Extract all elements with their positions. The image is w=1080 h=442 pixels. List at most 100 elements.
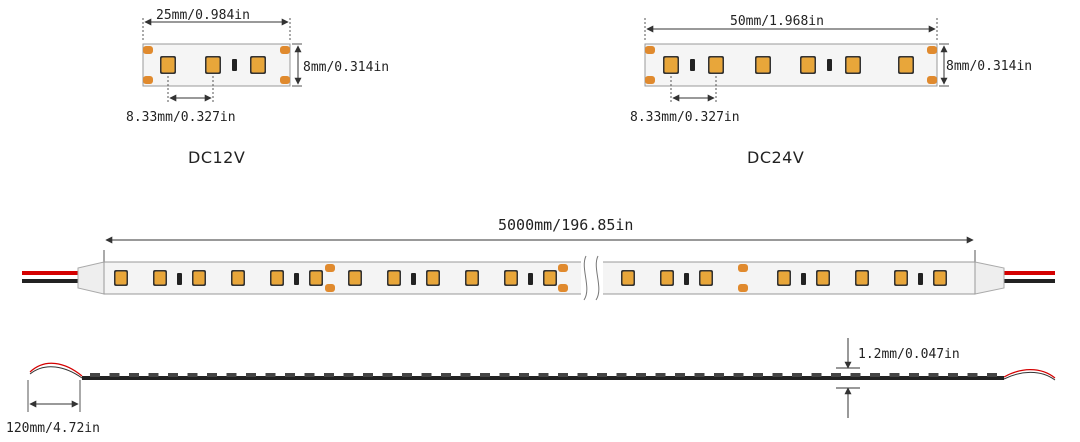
solder-pad <box>645 46 655 54</box>
profile-led-bump <box>480 373 490 377</box>
profile-led-bump <box>616 373 627 377</box>
profile-led-bump <box>967 373 978 377</box>
profile-led-bump <box>733 373 744 377</box>
led-phosphor <box>661 271 673 285</box>
dc24-voltage-label: DC24V <box>747 148 804 167</box>
led-phosphor <box>161 57 175 73</box>
profile-led-bump <box>499 373 510 377</box>
led-phosphor <box>232 271 244 285</box>
profile-led-bump <box>792 373 802 377</box>
profile-led-bump <box>265 373 276 377</box>
led-phosphor <box>427 271 439 285</box>
profile-led-bump <box>519 373 529 377</box>
resistor-chip <box>801 273 806 285</box>
led-phosphor <box>154 271 166 285</box>
total-length-label: 5000mm/196.85in <box>498 216 633 234</box>
led-phosphor <box>709 57 723 73</box>
left-end-cap <box>77 261 105 295</box>
solder-pad <box>280 46 290 54</box>
break-line-left <box>583 255 588 301</box>
led-phosphor <box>466 271 478 285</box>
resistor-chip <box>827 59 832 71</box>
led-phosphor <box>846 57 860 73</box>
profile-led-bump <box>928 373 939 377</box>
resistor-chip <box>918 273 923 285</box>
dc24-segment-diagram: 50mm/1.968in 8mm/0.314in 8.33mm/0.327in … <box>630 14 1032 167</box>
profile-led-bump <box>850 373 861 377</box>
full-strip-diagram: 5000mm/196.85in <box>22 216 1055 301</box>
led-phosphor <box>756 57 770 73</box>
solder-pad <box>143 76 153 84</box>
dc12-led-group <box>143 46 290 84</box>
led-phosphor <box>856 271 868 285</box>
profile-led-bump <box>402 373 412 377</box>
solder-pad <box>738 264 748 272</box>
right-end-cap <box>974 261 1005 295</box>
led-phosphor <box>206 57 220 73</box>
profile-left-wire-black <box>29 366 83 379</box>
solder-pad <box>325 264 335 272</box>
profile-led-bump <box>831 373 841 377</box>
profile-led-bump <box>948 373 958 377</box>
profile-led-bump <box>226 373 237 377</box>
resistor-chip <box>232 59 237 71</box>
led-phosphor <box>899 57 913 73</box>
profile-led-bump <box>597 373 607 377</box>
profile-led-bump <box>811 373 822 377</box>
profile-led-bump <box>714 373 724 377</box>
profile-led-bump <box>187 373 198 377</box>
profile-led-bump <box>655 373 666 377</box>
profile-led-bump <box>538 373 549 377</box>
led-phosphor <box>700 271 712 285</box>
break-line-right <box>595 255 600 301</box>
led-phosphor <box>388 271 400 285</box>
profile-led-bump <box>343 373 354 377</box>
resistor-chip <box>177 273 182 285</box>
profile-led-bump <box>148 373 159 377</box>
profile-right-wire-red <box>1003 369 1056 379</box>
resistor-chip <box>528 273 533 285</box>
dc24-height-label: 8mm/0.314in <box>946 59 1032 74</box>
solder-pad <box>558 264 568 272</box>
solder-pad <box>558 284 568 292</box>
profile-led-bump <box>441 373 451 377</box>
profile-led-bump <box>636 373 646 377</box>
profile-led-bump <box>207 373 217 377</box>
profile-left-wire-red <box>29 362 83 377</box>
profile-led-bump <box>675 373 685 377</box>
wire-length-label: 120mm/4.72in <box>6 421 100 436</box>
led-phosphor <box>934 271 946 285</box>
dc12-width-label: 25mm/0.984in <box>156 8 250 23</box>
resistor-chip <box>294 273 299 285</box>
profile-led-bump <box>285 373 295 377</box>
led-phosphor <box>895 271 907 285</box>
resistor-chip <box>684 273 689 285</box>
profile-led-bump <box>363 373 373 377</box>
profile-led-bump <box>382 373 393 377</box>
profile-led-bump <box>304 373 315 377</box>
dc24-width-label: 50mm/1.968in <box>730 14 824 29</box>
led-phosphor <box>505 271 517 285</box>
led-phosphor <box>544 271 556 285</box>
profile-led-bump <box>694 373 705 377</box>
profile-led-group <box>90 373 997 377</box>
led-phosphor <box>115 271 127 285</box>
led-phosphor <box>778 271 790 285</box>
profile-led-bump <box>909 373 919 377</box>
led-phosphor <box>349 271 361 285</box>
led-phosphor <box>801 57 815 73</box>
dc24-strip-board <box>644 43 938 87</box>
solder-pad <box>143 46 153 54</box>
solder-pad <box>927 46 937 54</box>
solder-pad <box>645 76 655 84</box>
dc12-height-label: 8mm/0.314in <box>303 60 389 75</box>
solder-pad <box>738 284 748 292</box>
dc12-segment-diagram: 25mm/0.984in 8mm/0.314in 8.33mm/0.327in … <box>126 8 389 167</box>
profile-led-bump <box>324 373 334 377</box>
profile-led-bump <box>577 373 588 377</box>
led-phosphor <box>622 271 634 285</box>
profile-led-bump <box>168 373 178 377</box>
led-phosphor <box>251 57 265 73</box>
solder-pad <box>280 76 290 84</box>
